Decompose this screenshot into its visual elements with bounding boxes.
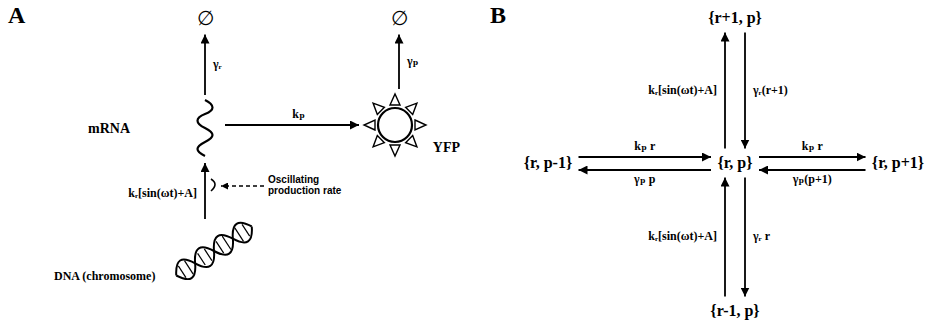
transition-arrow [759,156,866,158]
node-text: {r-1, p} [710,302,759,320]
state-node: ∅ [194,5,217,32]
transition-arrow [204,35,206,96]
state-node: DNA (chromosome) [52,222,250,286]
transition-arrow [398,35,400,90]
mrna-squiggle [198,100,213,156]
yfp-icon [364,94,426,156]
rate-label: kₚ r [632,140,657,154]
transition-arrow [225,124,359,126]
node-text: {r, p-1} [524,154,572,172]
annotation-note: Oscillating production rate [268,174,350,196]
state-node: {r, p-1} [521,152,576,175]
dashed-pointer [221,185,264,186]
rate-label: γₚ p [632,173,657,187]
state-node: {r+1, p} [705,7,765,30]
node-text: YFP [433,140,460,156]
rate-label: kₚ [290,108,307,122]
state-node: ∅ [388,5,411,32]
node-text: ∅ [197,7,214,30]
state-node: YFP [362,92,462,158]
state-node: {r, p} [714,152,756,175]
transition-arrow [579,169,712,171]
rate-label: γᵣ [211,58,224,72]
dna-helix [171,218,258,285]
rate-label: kₚ r [800,140,825,154]
rate-label: kᵣ[sin(ωt)+A] [646,230,719,244]
transition-arrow [724,178,726,297]
rate-label: kᵣ[sin(ωt)+A] [126,187,199,201]
transition-arrow [724,33,726,149]
transition-arrow [744,178,746,297]
node-text: DNA (chromosome) [54,270,155,284]
rate-label: γₚ [405,55,421,69]
node-text: {r, p+1} [872,154,924,172]
rate-label: γᵣ(r+1) [751,84,790,98]
node-text: {r, p} [717,154,752,172]
transition-arrow [579,156,712,158]
panel-letter: A [8,2,25,28]
panel-letter: B [490,2,506,28]
state-node: {r-1, p} [707,300,763,323]
state-node: {r, p+1} [869,152,928,175]
transition-arrow [204,163,206,219]
oscillation-mark [211,179,215,191]
rate-label: kᵣ[sin(ωt)+A] [646,84,719,98]
transition-arrow [759,169,866,171]
transition-arrow [744,33,746,149]
rate-label: γₚ(p+1) [791,173,834,187]
node-text: ∅ [391,7,408,30]
node-text: {r+1, p} [708,9,762,27]
node-text: mRNA [88,121,130,137]
state-node: mRNA [86,98,222,160]
rate-label: γᵣ r [751,230,772,244]
